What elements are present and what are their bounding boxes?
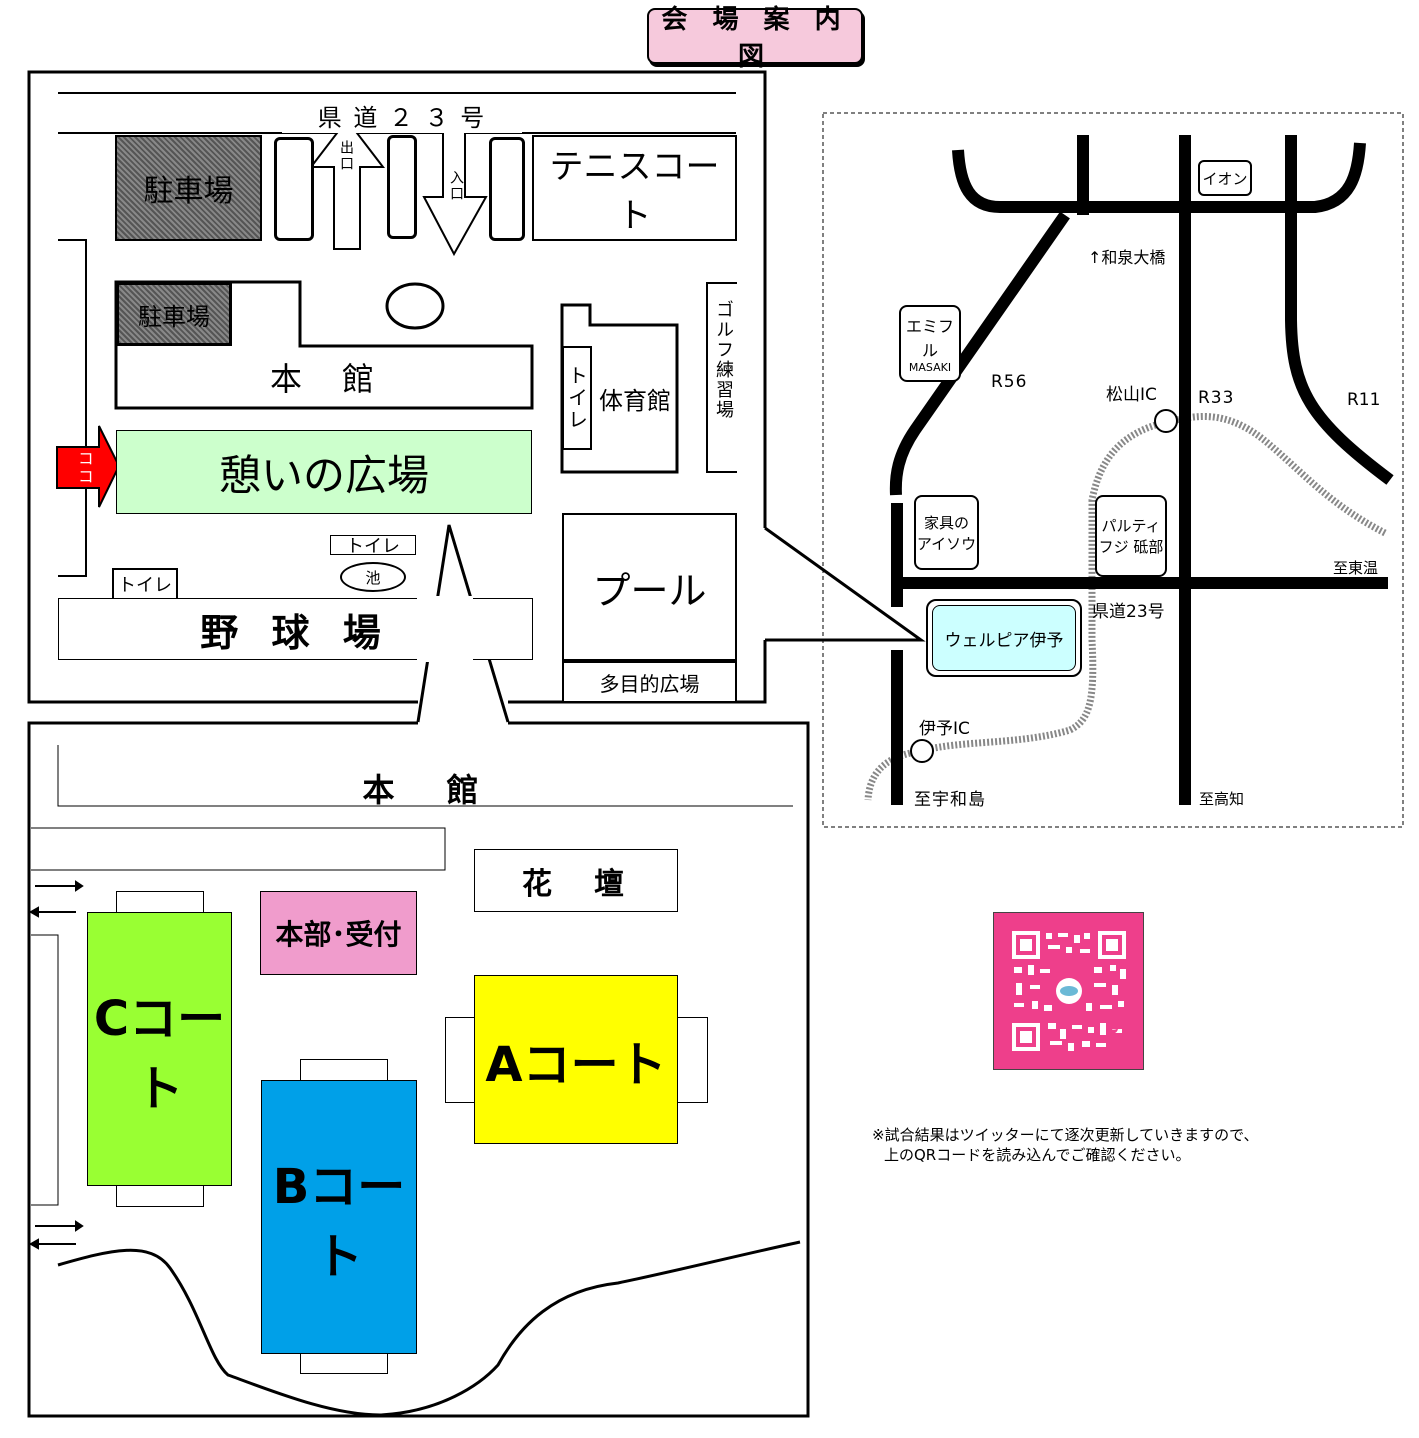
note-line-2: 上のQRコードを読み込んでご確認ください。 bbox=[884, 1146, 1191, 1164]
pool: プール bbox=[562, 513, 737, 661]
emifull-label: エミフル bbox=[905, 317, 954, 360]
road-label: 県 道 ２ ３ 号 bbox=[282, 97, 522, 133]
twitter-note: ※試合結果はツイッターにて逐次更新していきますので、 上のQRコードを読み込んで… bbox=[872, 1125, 1259, 1165]
court-c: Cコート bbox=[87, 912, 232, 1186]
iyo-ic-label: 伊予IC bbox=[919, 719, 970, 739]
ikoi-plaza: 憩いの広場 bbox=[116, 430, 532, 514]
paruti-fuji-landmark: パルティ フジ 砥部 bbox=[1095, 495, 1167, 577]
tennis-court: テニスコート bbox=[532, 135, 737, 241]
welpia-iyo: ウェルピア伊予 bbox=[932, 605, 1076, 671]
matsuyama-ic-label: 松山IC bbox=[1106, 385, 1157, 405]
toilet-near-pond: トイレ bbox=[330, 535, 416, 557]
bench bbox=[300, 1350, 388, 1374]
to-kochi-label: 至高知 bbox=[1199, 790, 1245, 808]
paruti-label: パルティ bbox=[1101, 517, 1161, 535]
r33-label: R33 bbox=[1198, 388, 1235, 408]
aisou-label: アイソウ bbox=[916, 534, 977, 553]
parking-lot-top bbox=[115, 135, 262, 241]
wazumi-bridge-label: ↑和泉大橋 bbox=[1088, 248, 1166, 267]
exit-label: 出口 bbox=[338, 140, 354, 172]
golf-range-label: ゴルフ練習場 bbox=[713, 300, 734, 420]
to-toon-label: 至東温 bbox=[1333, 559, 1379, 577]
court-a: Aコート bbox=[474, 975, 678, 1144]
golf-range bbox=[706, 282, 737, 473]
hq-reception: 本部･受付 bbox=[260, 891, 417, 975]
callout-gap bbox=[417, 596, 473, 662]
r11-label: R11 bbox=[1347, 390, 1381, 410]
multi-purpose-plaza: 多目的広場 bbox=[562, 661, 737, 703]
emifull-landmark: エミフル MASAKI bbox=[899, 305, 961, 382]
welpia-iyo-outer: ウェルピア伊予 bbox=[926, 599, 1082, 677]
parking-space bbox=[387, 135, 417, 239]
pref-road-23-label: 県道23号 bbox=[1092, 602, 1165, 622]
parking-space bbox=[489, 137, 525, 241]
parking-lot-small bbox=[116, 282, 232, 346]
parking-lot-small-label: 駐車場 bbox=[138, 302, 210, 331]
page-title: 会 場 案 内 図 bbox=[647, 5, 863, 72]
fuji-tobe-label: フジ 砥部 bbox=[1098, 538, 1164, 556]
bench bbox=[676, 1017, 708, 1103]
qr-code-pattern bbox=[1008, 927, 1130, 1055]
twitter-qr-code[interactable] bbox=[993, 912, 1144, 1070]
note-line-1: ※試合結果はツイッターにて逐次更新していきますので、 bbox=[872, 1126, 1259, 1144]
court-b: Bコート bbox=[261, 1080, 417, 1354]
kagu-aisou-landmark: 家具の アイソウ bbox=[914, 495, 979, 570]
gym-label: 体育館 bbox=[599, 386, 671, 415]
pond: 池 bbox=[340, 562, 406, 592]
aeon-landmark: イオン bbox=[1198, 160, 1252, 196]
parking-lot-top-label: 駐車場 bbox=[143, 174, 234, 209]
main-building-label: 本 館 bbox=[269, 360, 378, 398]
here-marker-label: ココ bbox=[75, 450, 94, 486]
bench bbox=[445, 1017, 477, 1103]
emifull-sub-label: MASAKI bbox=[908, 361, 952, 374]
gym-toilet-label: トイレ bbox=[564, 365, 589, 431]
r56-label: R56 bbox=[991, 372, 1028, 392]
kagu-label: 家具の bbox=[923, 513, 969, 532]
parking-space bbox=[274, 137, 314, 241]
to-uwajima-label: 至宇和島 bbox=[914, 790, 986, 810]
entrance-label: 入口 bbox=[448, 170, 464, 202]
flower-bed: 花 壇 bbox=[474, 849, 678, 912]
bench bbox=[116, 891, 204, 915]
area-main-building-label: 本 館 bbox=[362, 771, 489, 809]
gym-toilet: トイレ bbox=[562, 346, 592, 450]
